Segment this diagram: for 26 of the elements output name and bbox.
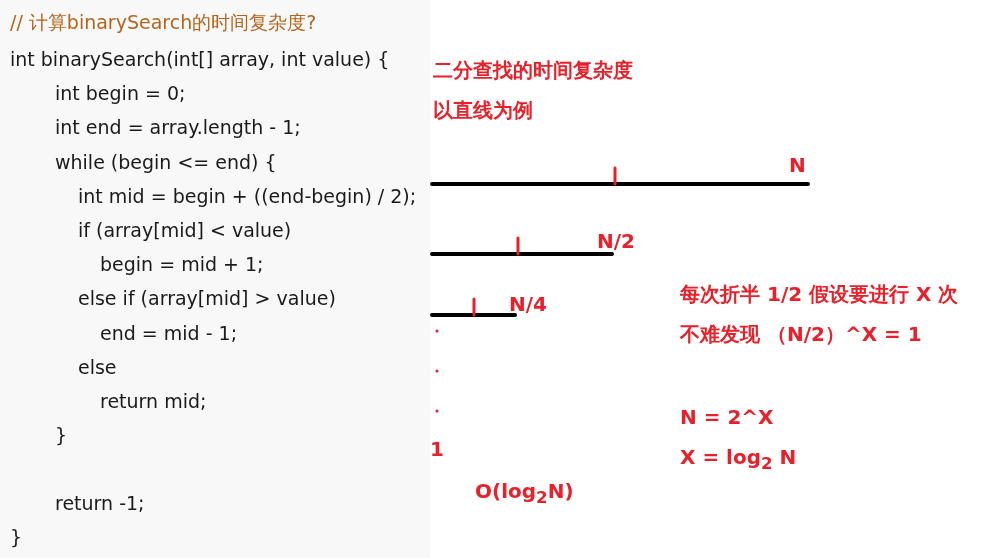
- length-label: N/4: [509, 291, 547, 318]
- code-line: int binarySearch(int[] array, int value) {: [10, 47, 390, 72]
- code-line: int begin = 0;: [55, 81, 186, 106]
- code-line: while (begin <= end) {: [55, 150, 277, 175]
- code-line: return mid;: [100, 389, 207, 414]
- subheading: 以直线为例: [433, 97, 533, 124]
- formula: O(log$_{2}$N): [475, 478, 574, 509]
- heading: 二分查找的时间复杂度: [433, 57, 633, 84]
- formula: X = log$_{2}$ N: [680, 444, 797, 475]
- length-label: N: [789, 152, 806, 179]
- code-line: else: [78, 355, 117, 380]
- code-line: return -1;: [55, 491, 145, 516]
- code-comment: // 计算binarySearch的时间复杂度?: [10, 10, 317, 35]
- note: 不难发现 （N/2）^X = 1: [680, 321, 922, 348]
- code-line: }: [10, 525, 23, 550]
- code-line: begin = mid + 1;: [100, 252, 264, 277]
- length-label: N/2: [597, 228, 635, 255]
- code-line: else if (array[mid] > value): [78, 286, 336, 311]
- length-label: 1: [430, 436, 444, 463]
- code-line: end = mid - 1;: [100, 321, 238, 346]
- code-line: }: [55, 423, 68, 448]
- formula: N = 2^X: [680, 404, 774, 431]
- note: 每次折半 1/2 假设要进行 X 次: [680, 281, 959, 308]
- code-line: int mid = begin + ((end-begin) / 2);: [78, 184, 417, 209]
- code-line: int end = array.length - 1;: [55, 115, 301, 140]
- code-line: if (array[mid] < value): [78, 218, 292, 243]
